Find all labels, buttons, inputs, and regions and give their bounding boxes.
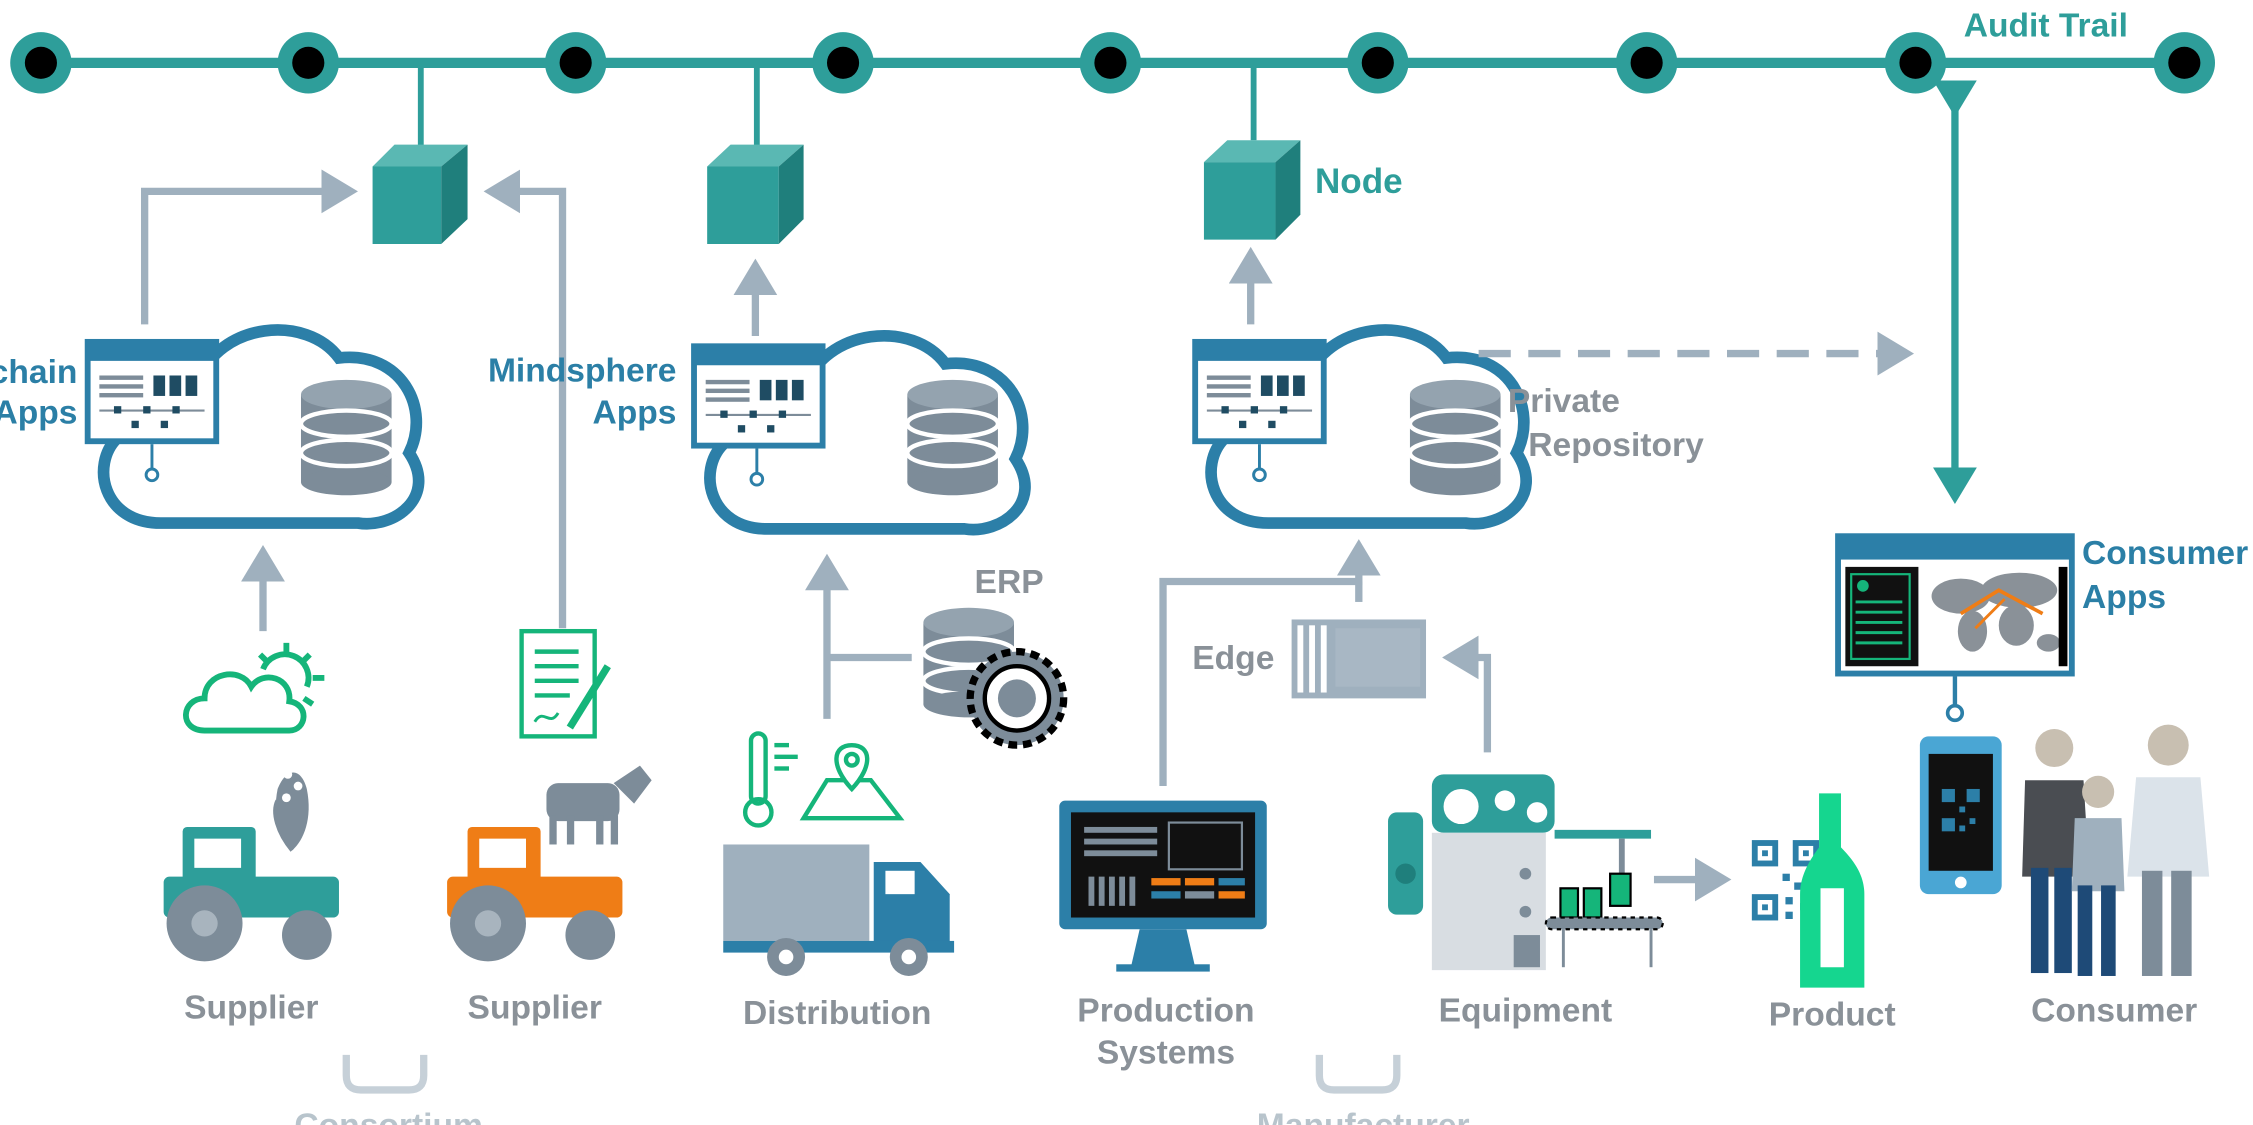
chain-node-6 [1347,32,1409,94]
database-icon [905,379,1001,496]
contract-icon [519,628,611,739]
blockchain-apps-label-1: chain [0,354,77,391]
manufacturer-label: Manufacturer [1257,1108,1470,1125]
thermometer-icon [742,731,798,828]
arrow-contract-to-node-1 [483,169,567,629]
product-label: Product [1769,997,1896,1034]
consumer-apps-screen [1835,533,2075,723]
arrow-equipment-to-edge [1442,635,1492,753]
chain-node-8 [1884,32,1947,94]
cloud-mindsphere-apps [691,330,1031,536]
node-cube-1 [372,67,468,244]
chain-node-4 [812,32,874,94]
blockchain-apps-label-2: Apps [0,395,77,432]
chain-node-7 [1615,32,1678,94]
database-icon [1407,379,1503,496]
database-icon [298,379,394,496]
app-screen-icon [1192,338,1327,483]
consumer-apps-label-1: Consumer [2082,535,2248,572]
mindsphere-apps-label-2: Apps [592,395,676,432]
map-location-icon [799,742,905,821]
edge-label: Edge [1192,640,1274,677]
chain-node-1 [10,32,72,94]
supplier-2-label: Supplier [468,989,602,1026]
production-label-1: Production [1077,992,1254,1029]
manufacturer-bracket [1315,1054,1401,1094]
chain-node-9 [2153,32,2216,94]
consortium-bracket [342,1054,428,1094]
tractor-icon [447,826,623,962]
consumer-apps-label-2: Apps [2082,579,2166,616]
chain-node-2 [277,32,339,94]
edge-device-icon [1291,619,1427,699]
corn-icon [273,769,309,852]
app-screen-icon [84,338,220,483]
consortium-label: Consortium [294,1108,483,1125]
arrow-apps-to-node-1 [140,169,358,325]
world-map-icon [1931,572,2061,652]
node-label: Node [1315,162,1403,201]
consumer-label: Consumer [2031,992,2197,1029]
bottle-icon [1800,793,1865,988]
erp-database-gear-icon [921,607,1068,749]
node-cube-2 [707,67,804,244]
cow-icon [546,765,652,845]
app-screen-icon [691,343,826,487]
weather-icon [183,642,325,734]
cloud-private-repository [1192,324,1532,530]
mindsphere-apps-label-1: Mindsphere [488,352,677,389]
cloud-blockchain-apps [84,324,425,530]
node-cube-3 [1203,67,1301,240]
private-repository-label-1: Private [1508,383,1620,420]
distribution-label: Distribution [743,995,931,1032]
audit-trail-label: Audit Trail [1964,8,2128,45]
erp-label: ERP [975,564,1044,601]
supplier-1-label: Supplier [184,989,318,1026]
production-label-2: Systems [1097,1035,1235,1072]
truck-icon [723,844,955,976]
chain-node-3 [544,32,607,94]
equipment-machine-icon [1388,774,1664,971]
private-repository-label-2: Repository [1528,427,1704,464]
family-icon [2022,724,2210,976]
tractor-icon [163,826,339,962]
monitor-icon [1059,800,1267,972]
phone-icon [1919,736,2002,895]
audit-trail-chain [10,32,2216,94]
equipment-label: Equipment [1439,992,1613,1029]
chain-node-5 [1079,32,1142,94]
arrow-production-to-cloud [1159,539,1381,787]
